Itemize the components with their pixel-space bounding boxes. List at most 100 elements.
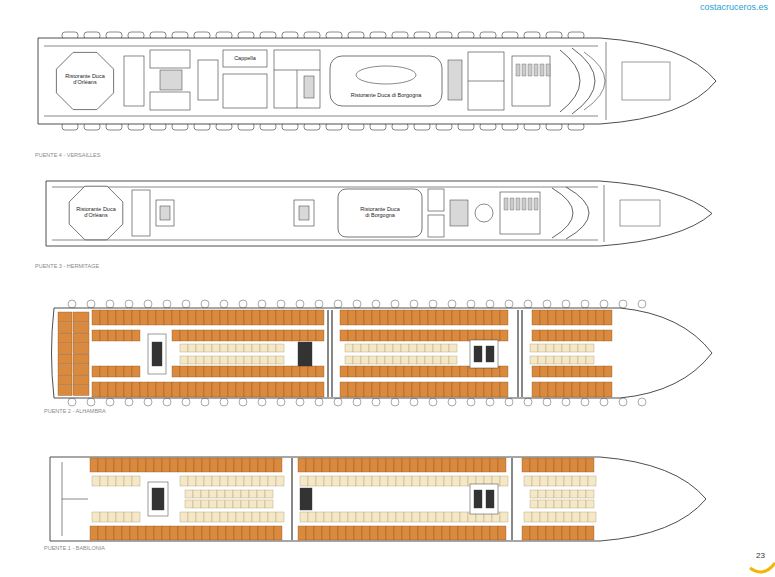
cabin	[580, 382, 588, 397]
cabin	[257, 500, 265, 508]
cabin	[409, 344, 417, 352]
cabin	[570, 500, 578, 508]
deck-name: PUENTE 1 - BABILONIA	[44, 545, 105, 551]
cabin	[252, 382, 260, 397]
cabin	[417, 344, 425, 352]
cabin	[546, 458, 554, 472]
cabin	[276, 512, 284, 522]
cabin	[106, 458, 114, 472]
cabin	[132, 310, 140, 325]
cabin	[548, 310, 556, 325]
balcony-marker	[353, 398, 361, 406]
cabin	[564, 330, 572, 341]
cabin	[588, 476, 596, 486]
cabin	[532, 330, 540, 341]
cabin	[108, 512, 116, 522]
cabin	[180, 330, 188, 341]
cabin	[410, 458, 418, 472]
cabin	[428, 382, 436, 397]
cabin	[124, 512, 132, 522]
cabin	[210, 458, 218, 472]
cabin	[316, 512, 324, 522]
cabin	[265, 490, 273, 498]
cabin	[268, 366, 276, 377]
cabin	[108, 382, 116, 397]
cabin	[90, 526, 98, 540]
cabin	[220, 476, 228, 486]
cabin	[266, 458, 274, 472]
balcony-marker	[429, 300, 437, 308]
cabin	[58, 333, 72, 343]
cabin	[148, 310, 156, 325]
balcony-marker	[619, 398, 627, 406]
cabin	[604, 366, 612, 377]
deck-outline	[52, 308, 713, 398]
cabin	[292, 382, 300, 397]
cabin	[452, 382, 460, 397]
cabin	[274, 458, 282, 472]
stair-block	[448, 60, 462, 100]
cabin	[332, 476, 340, 486]
cabin	[124, 330, 132, 341]
cabin	[276, 310, 284, 325]
cabin	[154, 526, 162, 540]
cabin	[340, 330, 348, 341]
fire-door	[521, 310, 522, 397]
theatre-arc	[584, 52, 605, 110]
promenade-line	[52, 187, 598, 188]
cabin	[548, 382, 556, 397]
bow-separator	[606, 42, 607, 120]
cabin	[580, 330, 588, 341]
lift-block	[474, 346, 482, 362]
cabin	[554, 344, 562, 352]
cabin	[420, 366, 428, 377]
cabin	[276, 366, 284, 377]
cabin	[532, 310, 540, 325]
cabin	[276, 382, 284, 397]
cabin	[538, 458, 546, 472]
cabin	[468, 330, 476, 341]
cabin	[220, 330, 228, 341]
cabin	[490, 458, 498, 472]
cabin	[73, 386, 89, 396]
cabin	[428, 512, 436, 522]
cabin	[388, 476, 396, 486]
cabin	[468, 310, 476, 325]
balcony-marker	[239, 300, 247, 308]
stern-line	[62, 499, 88, 500]
cabin	[450, 526, 458, 540]
room	[274, 50, 320, 108]
cabin	[220, 344, 228, 352]
cabin	[562, 458, 570, 472]
balcony-marker	[448, 398, 456, 406]
cabin	[386, 526, 394, 540]
cabin	[236, 382, 244, 397]
cabin	[449, 356, 457, 364]
cabin	[260, 512, 268, 522]
balcony-marker	[87, 300, 95, 308]
cabin	[338, 458, 346, 472]
cabin	[378, 458, 386, 472]
room-detail	[356, 66, 416, 84]
cabin	[500, 330, 508, 341]
cabin	[498, 526, 506, 540]
cabin	[108, 330, 116, 341]
cabin	[452, 310, 460, 325]
restaurant-outline	[338, 189, 422, 237]
balcony-marker	[315, 398, 323, 406]
cabin	[100, 366, 108, 377]
cabin	[436, 382, 444, 397]
cabin	[268, 382, 276, 397]
cabin	[540, 366, 548, 377]
cabin	[420, 330, 428, 341]
cabin	[162, 526, 170, 540]
cabin	[476, 310, 484, 325]
cabin	[396, 382, 404, 397]
cabin	[436, 310, 444, 325]
cabin	[252, 344, 260, 352]
cabin	[580, 310, 588, 325]
cabin	[154, 458, 162, 472]
cabin	[236, 356, 244, 364]
lift-block	[298, 342, 312, 366]
